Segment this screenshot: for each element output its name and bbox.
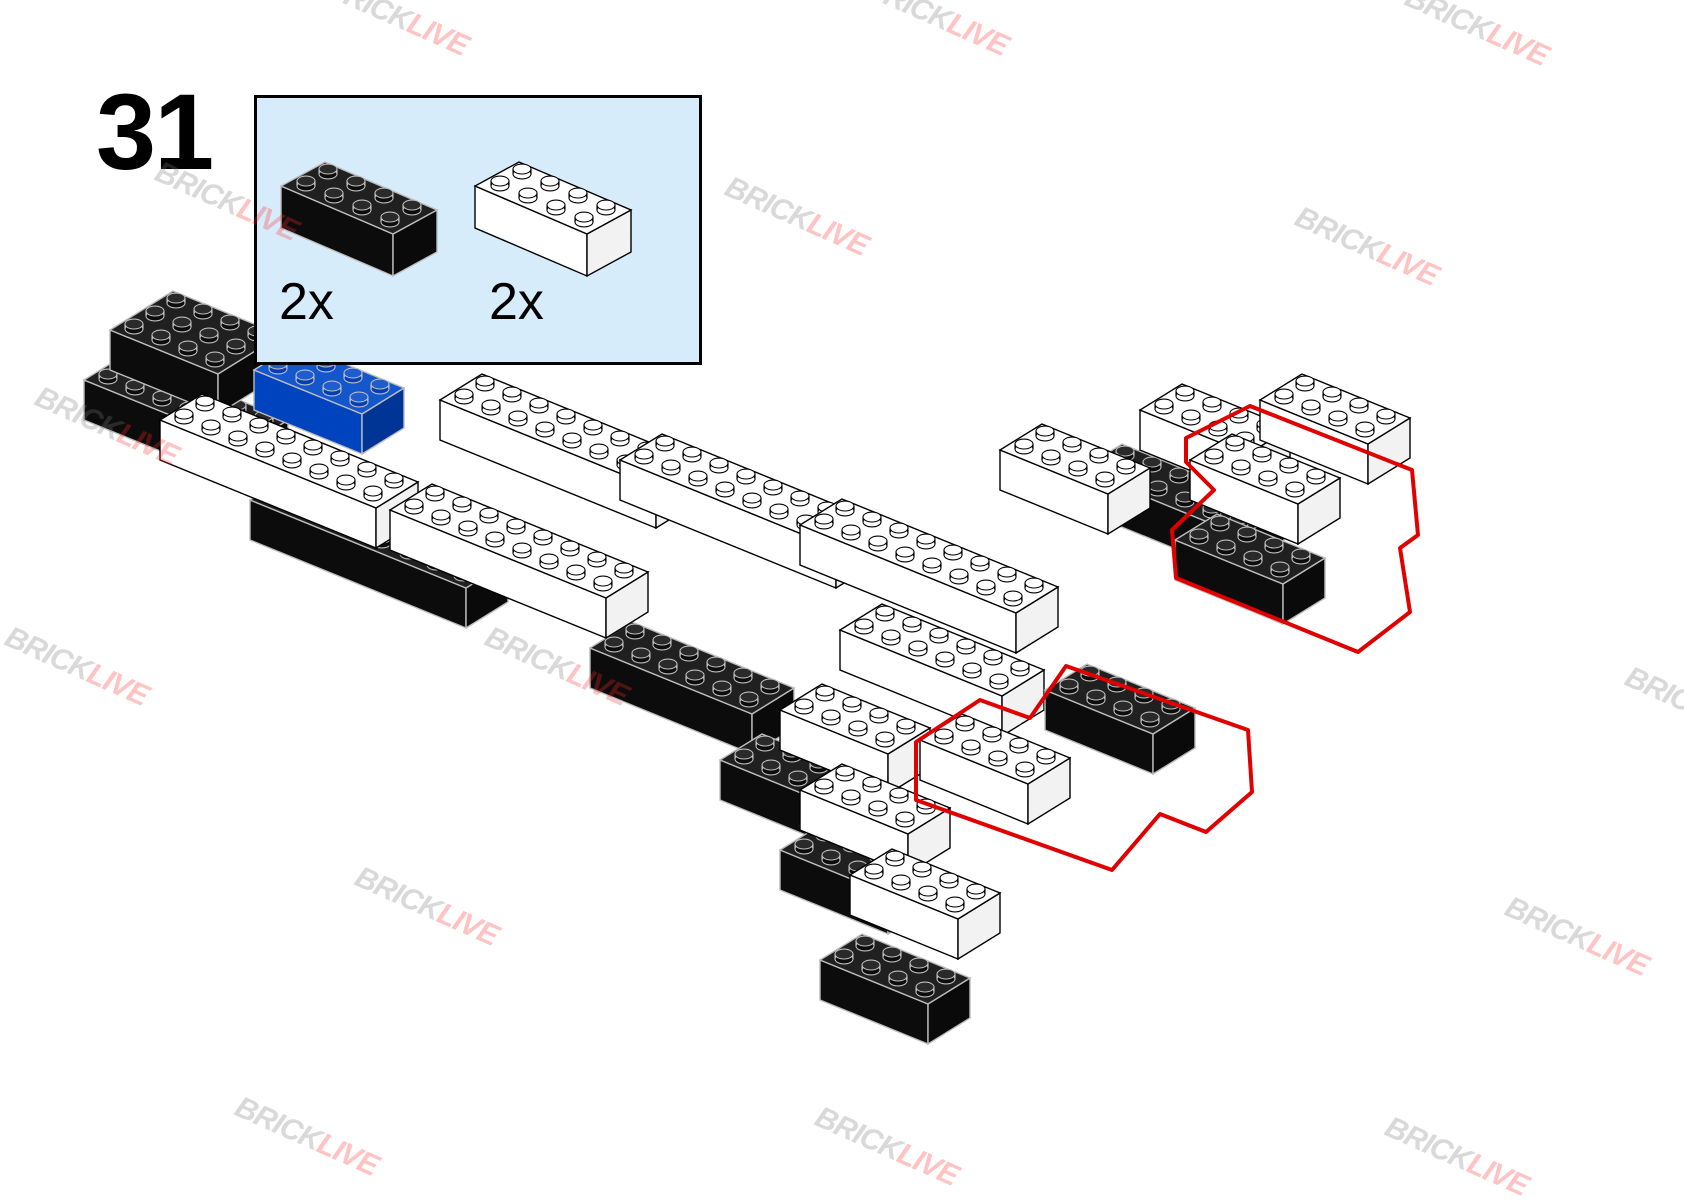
- new-black-brick-right: [1173, 513, 1327, 626]
- new-black-brick-front: [1043, 663, 1197, 776]
- part-black-brick: [279, 161, 439, 278]
- fuselage-white-mid: [388, 483, 650, 640]
- fuselage-white-lower: [158, 393, 420, 550]
- highlight-outline-front: [914, 664, 1254, 872]
- part-quantity-white: 2x: [489, 273, 544, 331]
- highlight-outline-right: [1170, 404, 1420, 654]
- new-white-brick-front: [918, 713, 1072, 826]
- new-white-brick-right: [1188, 433, 1342, 546]
- front-white-3: [798, 763, 952, 876]
- parts-list-box: 2x 2x: [254, 95, 702, 365]
- fuselage-white-top-3: [798, 498, 1060, 655]
- front-white-1: [838, 603, 1046, 738]
- wing-right-white-1: [998, 423, 1152, 536]
- base-black-nose: [818, 933, 972, 1046]
- part-quantity-black: 2x: [279, 273, 334, 331]
- step-number: 31: [96, 71, 214, 192]
- model-bricks: [82, 290, 1412, 1046]
- new-parts-highlight: [914, 404, 1420, 872]
- part-white-brick: [473, 161, 633, 278]
- part-white-brick-2x4: [473, 161, 633, 278]
- parts-svg: [279, 161, 633, 278]
- front-white-nose: [848, 848, 1002, 961]
- part-black-brick-2x4: [279, 161, 439, 278]
